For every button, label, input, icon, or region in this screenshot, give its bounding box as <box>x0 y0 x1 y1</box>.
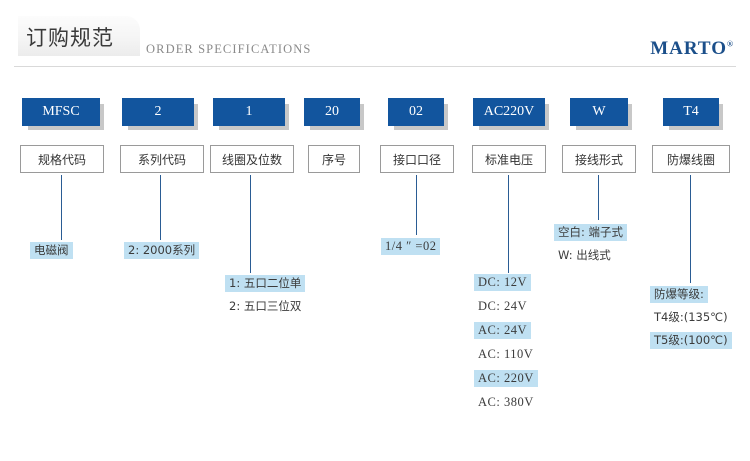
detail-explosionproof-0: 防爆等级: <box>650 286 708 303</box>
registered-trademark-icon: ® <box>727 39 734 49</box>
connector-line-series <box>160 175 161 240</box>
brand-name: MARTO <box>650 38 728 59</box>
detail-spec-0: 电磁阀 <box>30 242 73 259</box>
label-box-series: 系列代码 <box>120 145 204 173</box>
code-box-series: 2 <box>122 98 194 126</box>
brand-logo: MARTO® <box>650 38 734 60</box>
connector-line-port-size <box>416 175 417 235</box>
connector-line-spec <box>61 175 62 240</box>
detail-voltage-4: AC: 220V <box>474 370 538 387</box>
detail-wiring-0: 空白: 端子式 <box>554 224 628 241</box>
detail-wiring-1: W: 出线式 <box>558 248 611 262</box>
code-box-spec: MFSC <box>22 98 100 126</box>
label-box-explosionproof: 防爆线圈 <box>652 145 730 173</box>
connector-line-wiring <box>598 175 599 220</box>
label-box-port-size: 接口口径 <box>380 145 454 173</box>
code-box-coil-position: 1 <box>213 98 285 126</box>
detail-explosionproof-2: T5级:(100℃) <box>650 332 732 349</box>
title-plate-decoration <box>18 16 140 56</box>
detail-voltage-2: AC: 24V <box>474 322 531 339</box>
code-box-port-size: 02 <box>388 98 444 126</box>
page-subtitle: ORDER SPECIFICATIONS <box>146 42 312 56</box>
connector-line-coil-position <box>250 175 251 273</box>
header-divider <box>14 66 736 67</box>
detail-voltage-1: DC: 24V <box>478 299 527 313</box>
detail-voltage-5: AC: 380V <box>478 395 534 409</box>
label-box-wiring: 接线形式 <box>562 145 636 173</box>
connector-line-explosionproof <box>690 175 691 283</box>
detail-port-size-0: 1/4 ″ =02 <box>381 238 441 255</box>
connector-line-voltage <box>508 175 509 273</box>
page-header: 订购规范 ORDER SPECIFICATIONS MARTO® <box>0 0 750 70</box>
detail-series-0: 2: 2000系列 <box>124 242 200 259</box>
detail-explosionproof-1: T4级:(135℃) <box>654 310 728 324</box>
code-box-voltage: AC220V <box>473 98 545 126</box>
detail-voltage-3: AC: 110V <box>478 347 534 361</box>
label-box-voltage: 标准电压 <box>472 145 546 173</box>
code-box-wiring: W <box>570 98 628 126</box>
code-box-serial: 20 <box>304 98 360 126</box>
code-box-explosionproof: T4 <box>663 98 719 126</box>
label-box-coil-position: 线圈及位数 <box>210 145 294 173</box>
page-title: 订购规范 <box>26 26 114 50</box>
label-box-serial: 序号 <box>308 145 360 173</box>
detail-coil-position-1: 2: 五口三位双 <box>229 299 302 313</box>
detail-voltage-0: DC: 12V <box>474 274 531 291</box>
detail-coil-position-0: 1: 五口二位单 <box>225 275 306 292</box>
label-box-spec: 规格代码 <box>20 145 104 173</box>
